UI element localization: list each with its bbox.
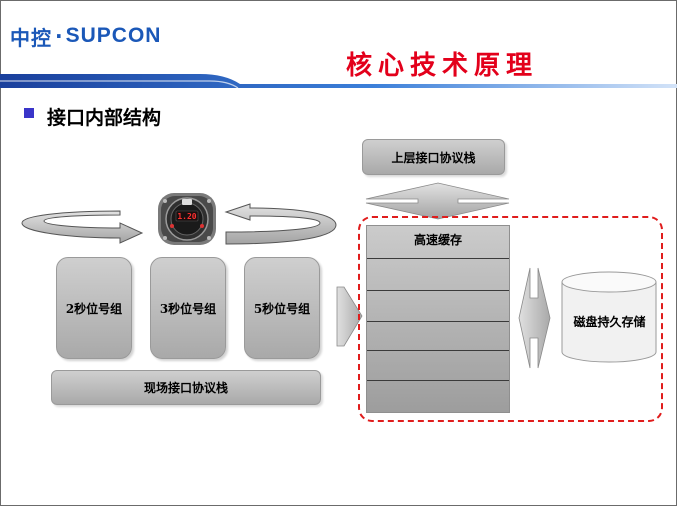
tag-group-2s: 2秒位号组 bbox=[56, 257, 132, 359]
cache-disk-double-arrow bbox=[518, 267, 551, 369]
field-to-cache-arrow bbox=[336, 286, 363, 347]
upper-protocol-stack-label: 上层接口协议栈 bbox=[391, 150, 476, 165]
cache-slot-divider bbox=[367, 350, 509, 351]
upper-protocol-stack: 上层接口协议栈 bbox=[362, 139, 505, 175]
tag-group-label: 3秒位号组 bbox=[159, 301, 217, 316]
disk-storage-icon bbox=[561, 271, 657, 363]
tag-group-3s: 3秒位号组 bbox=[150, 257, 226, 359]
storage-boundary bbox=[358, 216, 663, 422]
field-protocol-stack: 现场接口协议栈 bbox=[51, 370, 321, 405]
cache-slot-divider bbox=[367, 290, 509, 291]
high-speed-cache: 高速缓存 bbox=[366, 225, 510, 413]
logo-chinese: 中控 bbox=[10, 25, 52, 50]
tag-group-label: 5秒位号组 bbox=[253, 301, 311, 316]
cache-slot-divider bbox=[367, 258, 509, 259]
supcon-logo: 中控 · SUPCON bbox=[10, 23, 162, 50]
bullet-heading: 接口内部结构 bbox=[47, 107, 162, 129]
upper-double-arrow bbox=[365, 182, 510, 220]
bullet-square bbox=[24, 108, 34, 118]
tag-group-label: 2秒位号组 bbox=[65, 301, 123, 316]
field-protocol-stack-label: 现场接口协议栈 bbox=[143, 381, 228, 395]
cache-label: 高速缓存 bbox=[413, 233, 462, 247]
header-band bbox=[0, 74, 677, 89]
logo-english: SUPCON bbox=[65, 24, 162, 47]
right-rotation-arrow bbox=[224, 203, 337, 245]
device-meter-icon: 1.20 bbox=[158, 193, 216, 245]
cache-slot-divider bbox=[367, 321, 509, 322]
left-rotation-arrow bbox=[21, 210, 144, 244]
disk-storage-label: 磁盘持久存储 bbox=[573, 315, 646, 329]
slide-title: 核心技术原理 bbox=[346, 51, 539, 81]
logo-dot: · bbox=[55, 24, 63, 48]
device-reading: 1.20 bbox=[177, 212, 196, 221]
tag-group-5s: 5秒位号组 bbox=[244, 257, 320, 359]
cache-slot-divider bbox=[367, 380, 509, 381]
